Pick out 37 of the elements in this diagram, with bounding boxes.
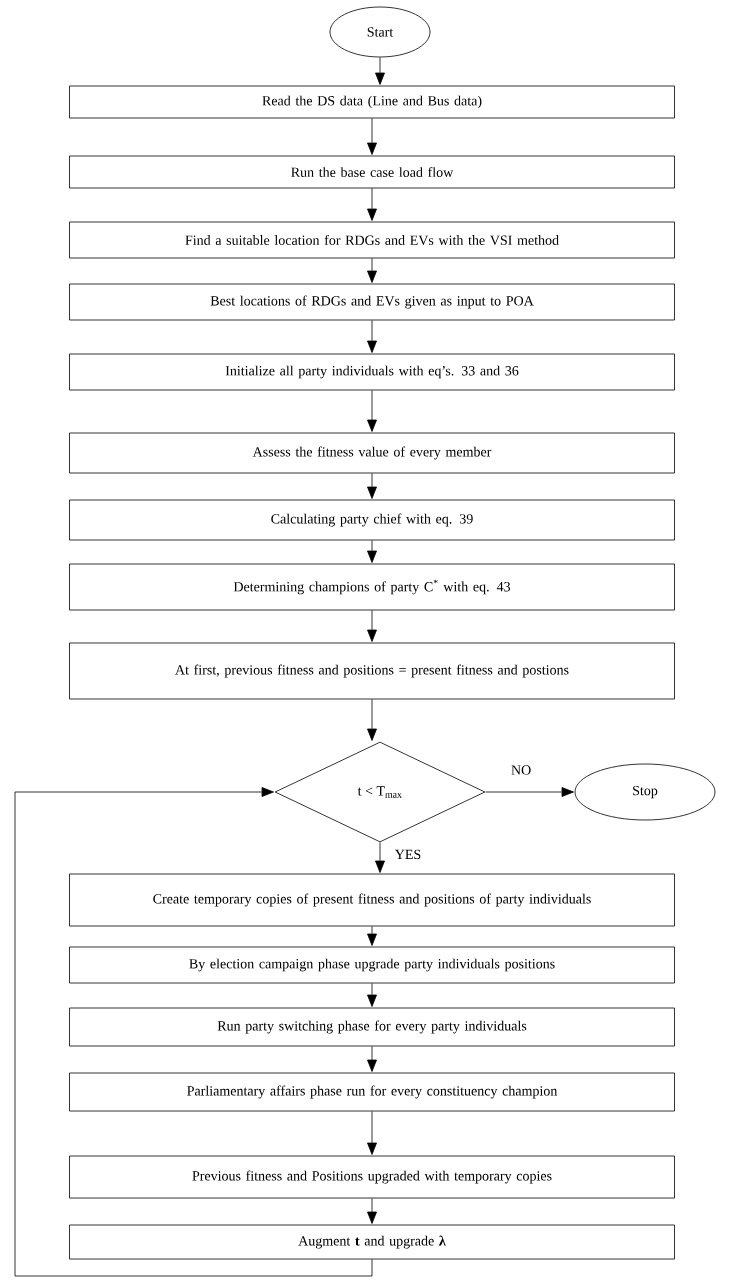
arrow — [375, 842, 385, 873]
process-box: Best locations of RDGs and EVs given as input to POA — [69, 283, 675, 321]
arrow — [367, 610, 377, 642]
arrow — [367, 473, 377, 499]
process-box: Augment t and upgrade λ — [69, 1224, 675, 1260]
edge-label: NO — [509, 764, 533, 776]
arrow — [367, 320, 377, 353]
process-box: Determining champions of party C$^{*}$ with eq. 43 — [69, 563, 675, 611]
arrow — [367, 926, 377, 946]
arrow — [367, 983, 377, 1007]
process-box: Find a suitable location for RDGs and EVs with the VSI method — [69, 221, 675, 259]
stop-oval: Stop — [574, 763, 716, 821]
arrow — [367, 390, 377, 432]
process-box: Parliamentary affairs phase run for every constituency champion — [69, 1072, 675, 1112]
arrow — [367, 118, 377, 155]
arrow — [375, 57, 385, 85]
arrow — [14, 787, 373, 1277]
edge-label: YES — [393, 848, 423, 861]
arrow — [367, 1046, 377, 1072]
process-box: Initialize all party individuals with eq’s. 33 and 36 — [69, 353, 675, 391]
arrow — [367, 258, 377, 283]
start-oval: Start — [329, 6, 431, 58]
arrow — [367, 188, 377, 221]
process-box: Create temporary copies of present fitness and positions of party individuals — [69, 873, 675, 927]
arrow — [367, 540, 377, 563]
process-box: Run party switching phase for every party individuals — [69, 1007, 675, 1047]
process-box: At first, previous fitness and positions = present fitness and postions — [69, 642, 675, 700]
process-box: Run the base case load flow — [69, 155, 675, 189]
arrow — [367, 699, 377, 741]
arrow — [367, 1198, 377, 1224]
process-box: Calculating party chief with eq. 39 — [69, 499, 675, 541]
process-box: Read the DS data (Line and Bus data) — [69, 85, 675, 119]
process-box: By election campaign phase upgrade party individuals positions — [69, 946, 675, 984]
process-box: Previous fitness and Positions upgraded with temporary copies — [69, 1155, 675, 1199]
process-box: Assess the fitness value of every member — [69, 432, 675, 474]
arrow — [485, 787, 574, 797]
arrow — [367, 1111, 377, 1155]
